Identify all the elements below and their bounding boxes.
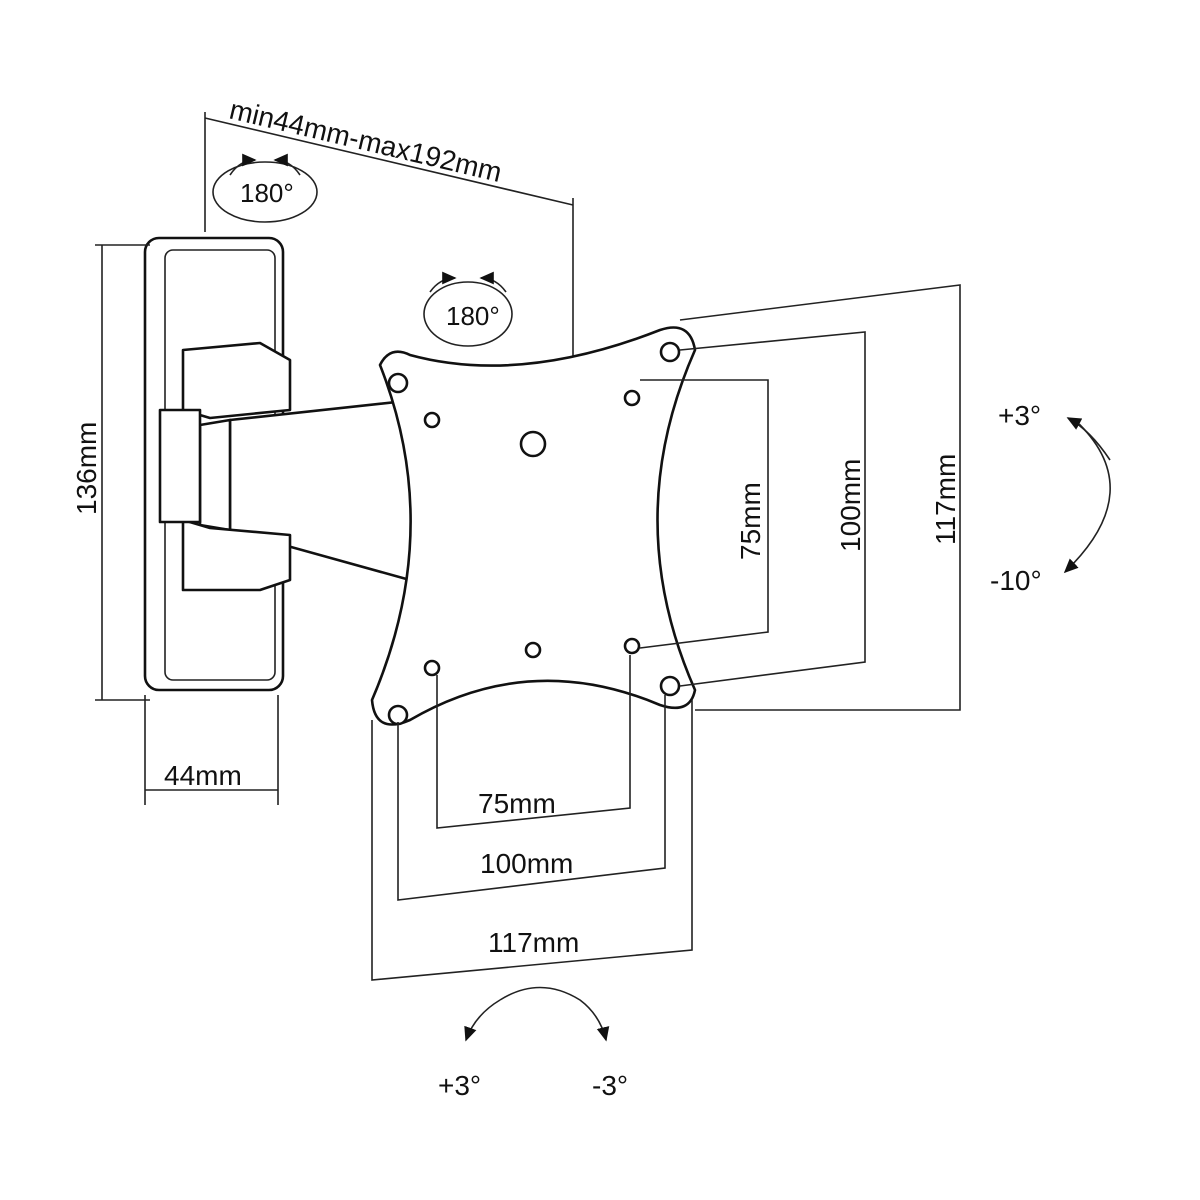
- swivel-wall-label: 180°: [240, 178, 294, 208]
- tilt-indicator: +3° -10°: [990, 400, 1111, 596]
- swivel-plate-label: 180°: [446, 301, 500, 331]
- vesa-v-100-label: 100mm: [835, 459, 866, 552]
- tilt-down-label: -10°: [990, 565, 1042, 596]
- vesa-v-75-label: 75mm: [735, 482, 766, 560]
- tilt-up-label: +3°: [998, 400, 1041, 431]
- vesa-plate: [370, 326, 697, 726]
- swivel-plate-indicator: 180°: [423, 271, 513, 347]
- rotate-left-label: +3°: [438, 1070, 481, 1101]
- rotation-indicator: +3° -3°: [438, 986, 628, 1101]
- height-136-label: 136mm: [71, 422, 102, 515]
- vesa-h-100-label: 100mm: [480, 848, 573, 879]
- vesa-h-75-label: 75mm: [478, 788, 556, 819]
- width-44-label: 44mm: [164, 760, 242, 791]
- wall-plate: [143, 236, 442, 692]
- vesa-h-117-label: 117mm: [488, 927, 579, 958]
- rotate-right-label: -3°: [592, 1070, 628, 1101]
- wall-plate-dimensions: 136mm 44mm: [71, 244, 279, 805]
- vesa-horizontal-dimensions: 75mm 100mm 117mm: [371, 655, 693, 981]
- vesa-v-117-label: 117mm: [930, 454, 961, 545]
- swivel-wall-indicator: 180°: [212, 153, 318, 223]
- depth-range-label: min44mm-max192mm: [227, 94, 505, 188]
- vesa-vertical-dimensions: 75mm 100mm 117mm: [639, 284, 961, 711]
